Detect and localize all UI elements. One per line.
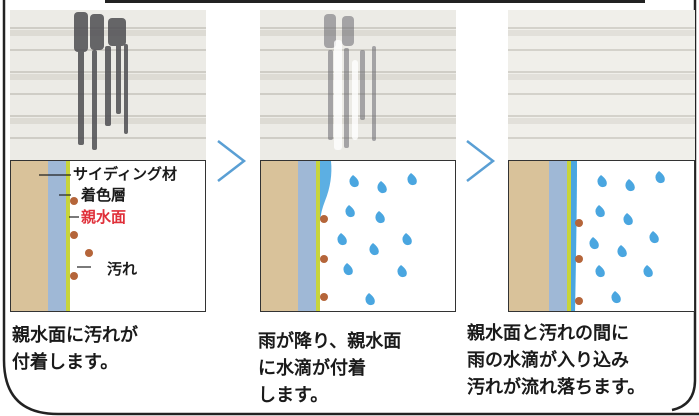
caption-step-3: 親水面と汚れの間に 雨の水滴が入り込み 汚れが流れ落ちます。 [467,323,646,398]
hydrophilic-layer [66,161,70,311]
wall-photo-2 [260,10,456,160]
caption-step-1: 親水面に汚れが 付着します。 [12,325,138,373]
dirt-particles [70,197,93,280]
layer-diagram-2 [260,160,456,312]
layer-diagram-3 [508,160,695,312]
water-drops [337,173,417,306]
siding-layer [11,161,48,311]
wall-photo-3 [508,10,695,160]
chevron-right-icon [466,140,496,182]
label-color-layer: 着色層 [81,186,127,204]
label-dirt: 汚れ [107,260,138,278]
label-siding: サイディング材 [73,165,177,183]
color-layer [48,161,66,311]
wall-photo-1 [10,10,206,160]
label-hydrophilic: 親水面 [81,208,127,226]
caption-step-2: 雨が降り、親水面 に水滴が付着 します。 [258,331,402,406]
layer-diagram-1: サイディング材 着色層 親水面 汚れ [10,160,206,312]
chevron-right-icon [217,140,247,182]
